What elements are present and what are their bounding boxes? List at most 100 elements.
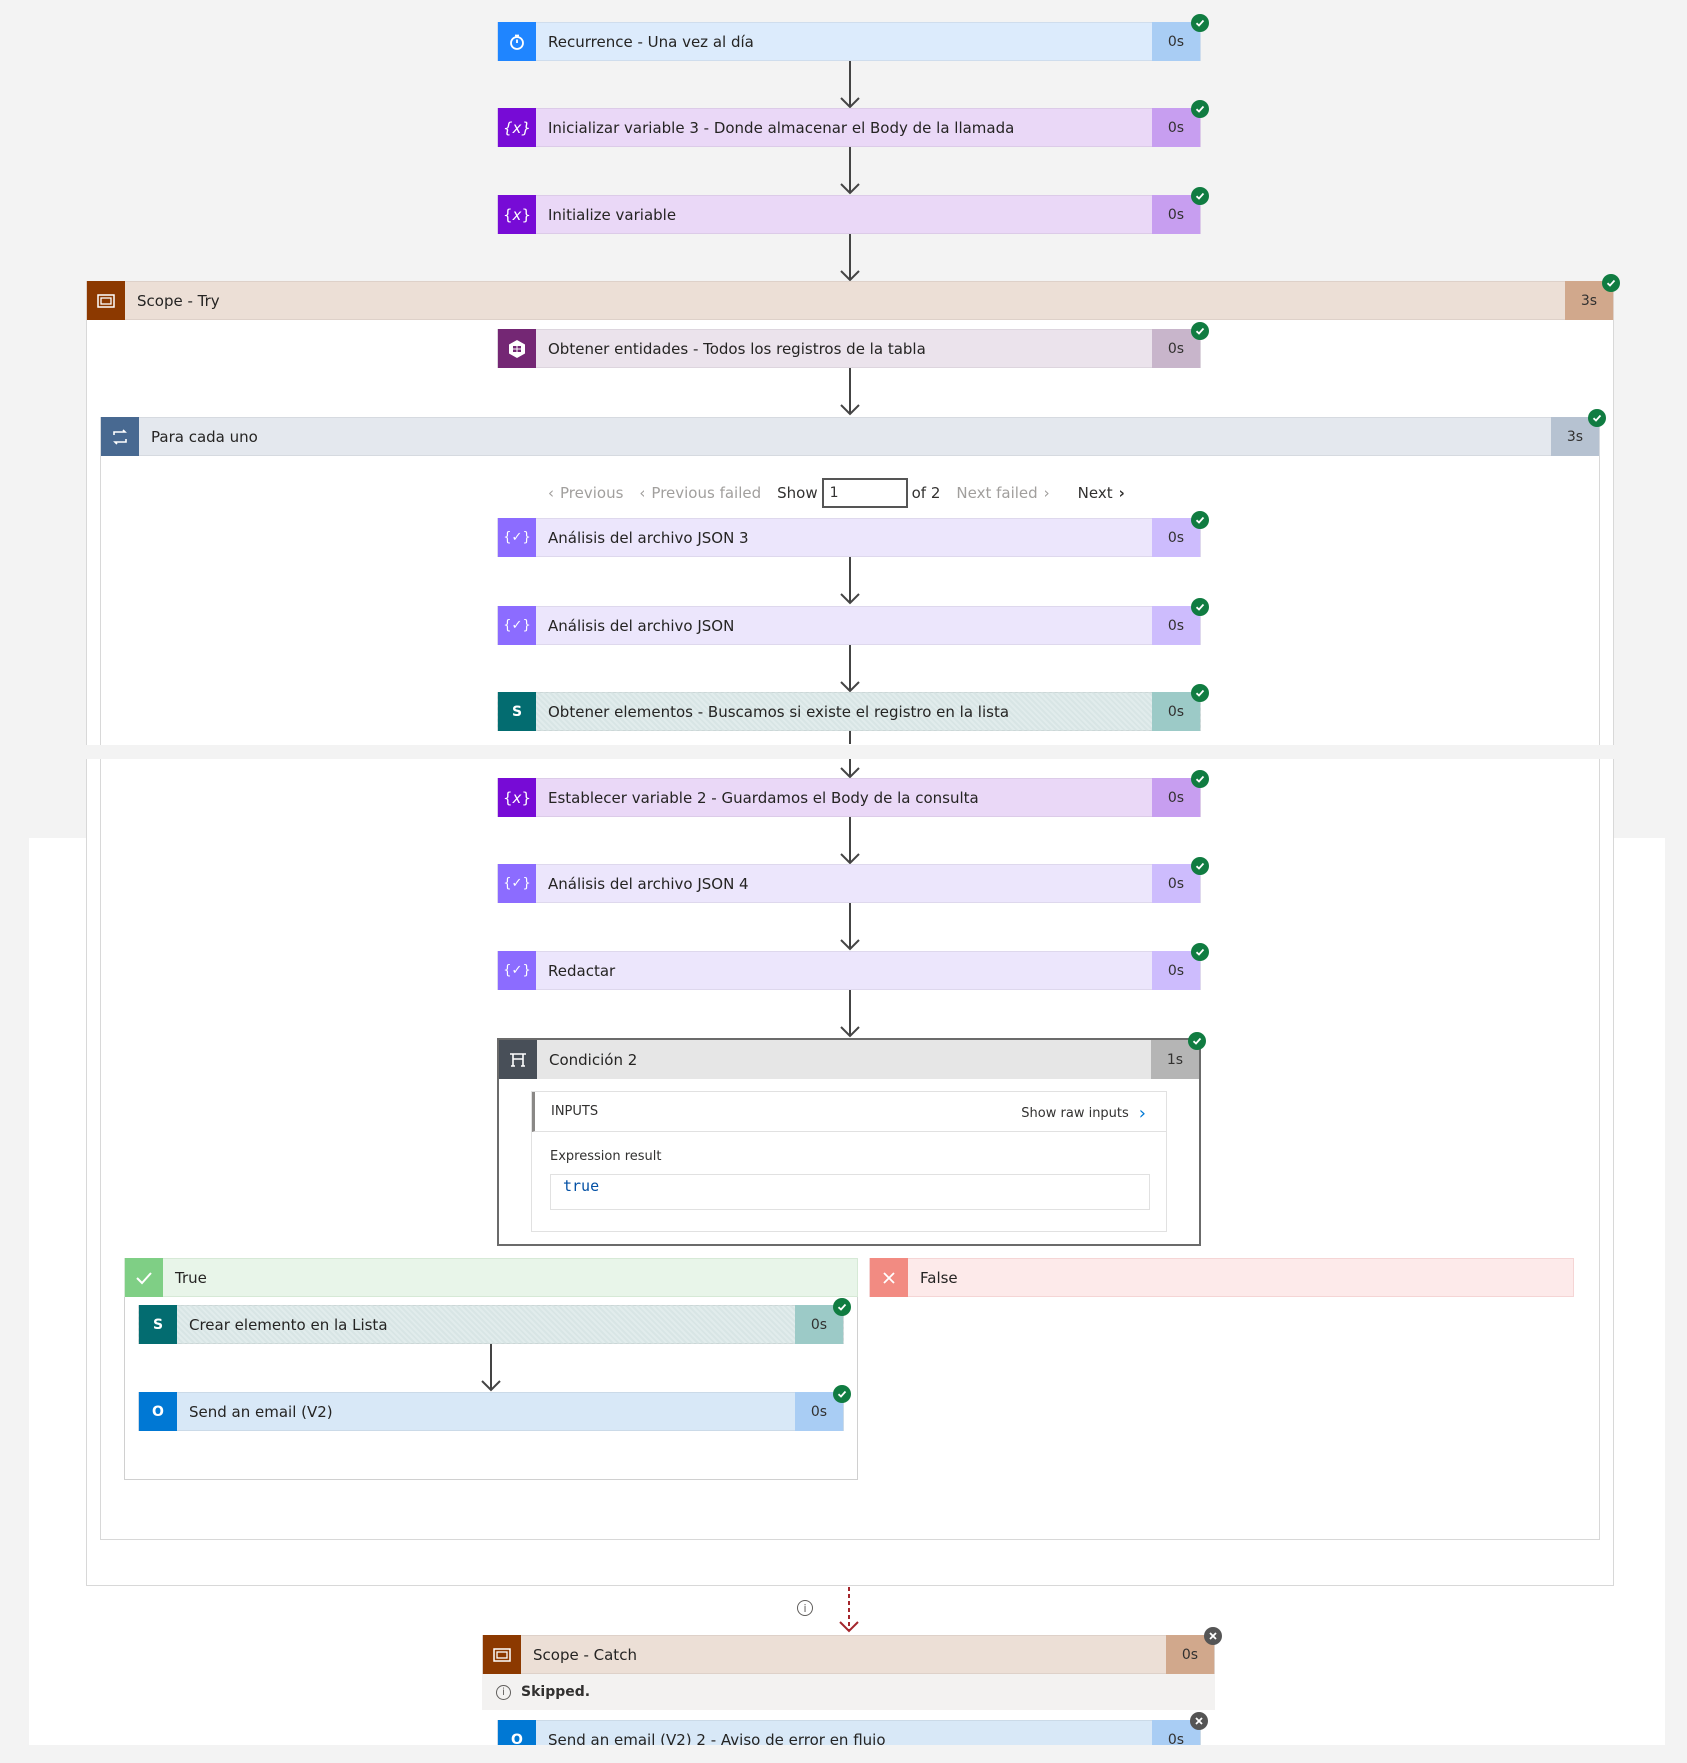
parse-json-3-step[interactable]: {✓} Análisis del archivo JSON 3 0s	[497, 518, 1201, 557]
previous-failed-button[interactable]: ‹ Previous failed	[639, 484, 761, 502]
success-icon	[1602, 274, 1620, 292]
send-email-label: Send an email (V2)	[189, 1402, 333, 1421]
expression-result-value: true	[563, 1177, 600, 1195]
true-branch-header[interactable]: True	[124, 1258, 858, 1297]
success-icon	[1191, 684, 1209, 702]
flow-arrow	[840, 368, 860, 416]
skipped-icon	[1204, 1627, 1222, 1645]
iteration-pager: ‹ Previous ‹ Previous failed Show of 2 N…	[548, 476, 1125, 510]
timer-icon	[498, 22, 536, 61]
next-failed-label: Next failed	[956, 484, 1038, 502]
initialize-variable-label: Initialize variable	[548, 205, 677, 224]
variable-icon: {x}	[498, 778, 536, 817]
previous-label: Previous	[560, 484, 624, 502]
variable-icon: {x}	[498, 195, 536, 234]
iteration-input[interactable]	[821, 478, 908, 508]
send-email-step[interactable]: O Send an email (V2) 0s	[138, 1392, 844, 1431]
skipped-icon	[1190, 1712, 1208, 1730]
flow-arrow	[840, 990, 860, 1038]
flow-arrow	[840, 731, 860, 779]
skipped-status-bar: i Skipped.	[482, 1674, 1215, 1710]
scope-catch-label: Scope - Catch	[533, 1645, 637, 1664]
set-variable-2-label: Establecer variable 2 - Guardamos el Bod…	[548, 788, 979, 807]
get-items-step[interactable]: S Obtener elementos - Buscamos si existe…	[497, 692, 1201, 731]
dataverse-icon	[498, 329, 536, 368]
condition-icon	[499, 1040, 537, 1079]
initialize-variable-step[interactable]: {x} Initialize variable 0s	[497, 195, 1201, 234]
duration-badge: 3s	[1565, 281, 1613, 320]
foreach-header[interactable]: Para cada uno 3s	[100, 417, 1600, 456]
chevron-right-icon: ›	[1118, 484, 1125, 502]
create-item-step[interactable]: S Crear elemento en la Lista 0s	[138, 1305, 844, 1344]
next-failed-button[interactable]: Next failed ›	[956, 484, 1049, 502]
catch-body-clip: O Send an email (V2) 2 - Aviso de error …	[482, 1710, 1215, 1745]
success-icon	[1191, 857, 1209, 875]
condition-header[interactable]: Condición 2 1s	[499, 1040, 1199, 1079]
sharepoint-icon: S	[139, 1305, 177, 1344]
flow-arrow	[840, 557, 860, 605]
chevron-left-icon: ‹	[639, 484, 646, 502]
chevron-right-icon: ›	[1138, 1103, 1146, 1124]
chevron-right-icon: ›	[1043, 484, 1050, 502]
foreach-label: Para cada uno	[151, 427, 258, 446]
close-icon	[870, 1258, 908, 1297]
success-icon	[1191, 100, 1209, 118]
next-button[interactable]: Next ›	[1078, 484, 1125, 502]
show-raw-inputs-label: Show raw inputs	[1021, 1106, 1129, 1121]
designer-canvas-right	[1665, 838, 1687, 1763]
scope-try-header[interactable]: Scope - Try 3s	[86, 281, 1614, 320]
set-variable-2-step[interactable]: {x} Establecer variable 2 - Guardamos el…	[497, 778, 1201, 817]
recurrence-label: Recurrence - Una vez al día	[548, 32, 754, 51]
expression-result-box: true	[550, 1174, 1150, 1210]
next-label: Next	[1077, 484, 1113, 502]
outlook-icon: O	[498, 1720, 536, 1745]
parse-json-3-label: Análisis del archivo JSON 3	[548, 528, 749, 547]
send-email-2-step[interactable]: O Send an email (V2) 2 - Aviso de error …	[497, 1720, 1201, 1745]
scope-icon	[87, 281, 125, 320]
info-icon[interactable]: i	[797, 1600, 813, 1616]
parse-json-step[interactable]: {✓} Análisis del archivo JSON 0s	[497, 606, 1201, 645]
condition-card[interactable]: Condición 2 1s INPUTS Show raw inputs › …	[497, 1038, 1201, 1246]
send-email-2-label: Send an email (V2) 2 - Aviso de error en…	[548, 1730, 886, 1746]
success-icon	[1191, 598, 1209, 616]
init-variable-3-step[interactable]: {x} Inicializar variable 3 - Donde almac…	[497, 108, 1201, 147]
flow-arrow	[840, 645, 860, 693]
of-total-label: of 2	[911, 484, 941, 502]
false-branch-header[interactable]: False	[869, 1258, 1574, 1297]
success-icon	[1191, 770, 1209, 788]
duration-badge: 0s	[1152, 1720, 1200, 1745]
success-icon	[1588, 409, 1606, 427]
loop-icon	[101, 417, 139, 456]
get-entities-step[interactable]: Obtener entidades - Todos los registros …	[497, 329, 1201, 368]
outlook-icon: O	[139, 1392, 177, 1431]
designer-canvas-left	[0, 838, 29, 1763]
inputs-panel: INPUTS Show raw inputs › Expression resu…	[531, 1091, 1167, 1232]
canvas-break	[86, 745, 1614, 759]
parse-json-4-step[interactable]: {✓} Análisis del archivo JSON 4 0s	[497, 864, 1201, 903]
flow-arrow	[840, 61, 860, 109]
init-variable-3-label: Inicializar variable 3 - Donde almacenar…	[548, 118, 1015, 137]
flow-arrow	[481, 1344, 501, 1392]
scope-catch-header[interactable]: Scope - Catch 0s	[482, 1635, 1215, 1674]
skipped-status-label: Skipped.	[521, 1684, 591, 1700]
compose-step[interactable]: {✓} Redactar 0s	[497, 951, 1201, 990]
sharepoint-icon: S	[498, 692, 536, 731]
recurrence-step[interactable]: Recurrence - Una vez al día 0s	[497, 22, 1201, 61]
parse-json-icon: {✓}	[498, 518, 536, 557]
success-icon	[833, 1298, 851, 1316]
parse-json-icon: {✓}	[498, 606, 536, 645]
flow-arrow	[840, 147, 860, 195]
variable-icon: {x}	[498, 108, 536, 147]
previous-button[interactable]: ‹ Previous	[548, 484, 623, 502]
info-icon: i	[496, 1684, 511, 1700]
compose-icon: {✓}	[498, 951, 536, 990]
show-raw-inputs-button[interactable]: Show raw inputs ›	[1021, 1103, 1146, 1124]
success-icon	[1191, 187, 1209, 205]
previous-failed-label: Previous failed	[651, 484, 762, 502]
condition-label: Condición 2	[549, 1050, 638, 1069]
true-branch-label: True	[175, 1268, 207, 1287]
run-after-arrow	[839, 1587, 859, 1635]
chevron-left-icon: ‹	[548, 484, 554, 502]
scope-try-label: Scope - Try	[137, 291, 220, 310]
parse-json-4-label: Análisis del archivo JSON 4	[548, 874, 749, 893]
